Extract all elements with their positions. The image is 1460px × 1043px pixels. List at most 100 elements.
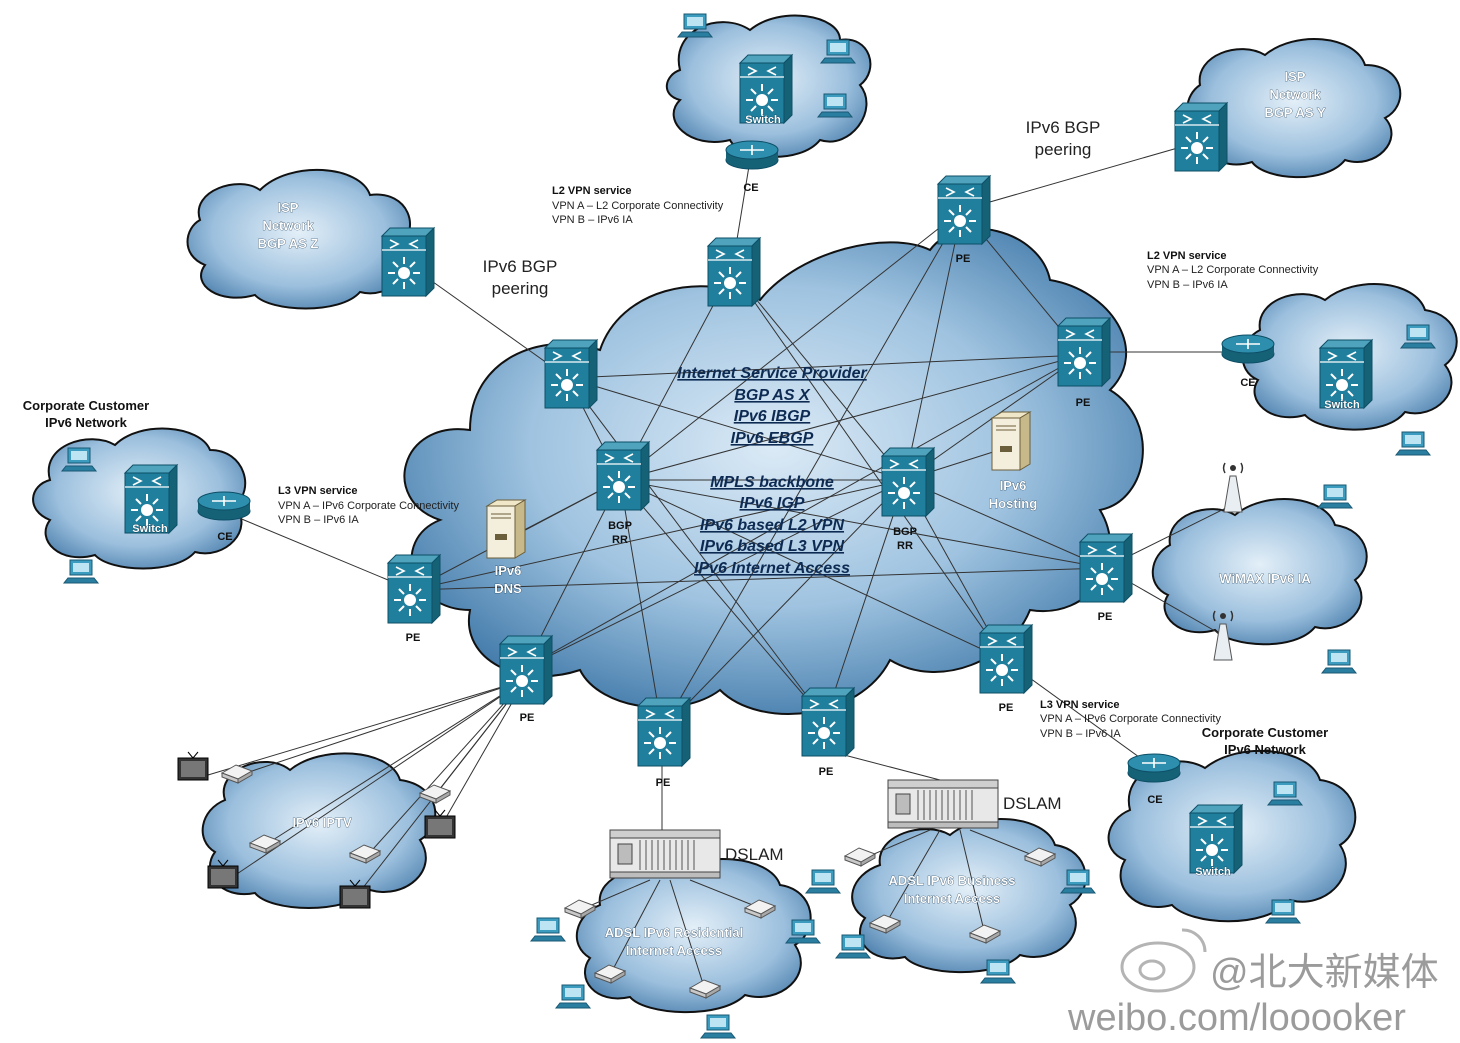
- dslam-business-icon[interactable]: [887, 779, 999, 829]
- weibo-logo-icon: [1120, 928, 1207, 993]
- corp-left-title: Corporate Customer IPv6 Network: [23, 398, 149, 430]
- svg-text:ISP: ISP: [1285, 69, 1306, 84]
- bgp-label: BGP: [608, 520, 632, 532]
- device-labels: Switch CE Switch CE Switch CE Switch CE …: [132, 114, 1360, 879]
- dns-server-icon[interactable]: [486, 499, 526, 559]
- ce-label: CE: [1240, 377, 1255, 389]
- weibo-watermark: @北大新媒体 weibo.com/looooker: [1067, 928, 1439, 1039]
- l3vpn-right-label: L3 VPN service VPN A – IPv6 Corporate Co…: [1040, 699, 1221, 740]
- pe-bottom-switch-icon[interactable]: [637, 697, 691, 767]
- switch-label: Switch: [745, 114, 781, 126]
- svg-text:BGP AS Z: BGP AS Z: [258, 236, 319, 251]
- svg-text:IPv6 BGP: IPv6 BGP: [483, 257, 558, 276]
- pc-icon: [530, 917, 566, 942]
- switch-label: Switch: [132, 523, 168, 535]
- rr-label: RR: [897, 540, 913, 552]
- top-customer-switch-icon[interactable]: [739, 54, 793, 124]
- svg-text:Internet Access: Internet Access: [626, 943, 722, 958]
- mpls-line-1: MPLS backbone: [710, 474, 834, 491]
- pe-top-switch-icon[interactable]: [707, 237, 761, 307]
- svg-text:Internet Access: Internet Access: [904, 891, 1000, 906]
- pe-wimax-switch-icon[interactable]: [1079, 533, 1133, 603]
- pc-icon: [1395, 431, 1431, 456]
- svg-text:DSLAM: DSLAM: [725, 845, 784, 864]
- ce-label: CE: [1147, 794, 1162, 806]
- l3vpn-left-label: L3 VPN service VPN A – IPv6 Corporate Co…: [278, 485, 459, 526]
- rr-label: RR: [612, 534, 628, 546]
- core-line-4: IPv6 EBGP: [731, 430, 814, 447]
- hosting-server-icon[interactable]: [991, 411, 1031, 471]
- mpls-line-4: IPv6 based L3 VPN: [700, 538, 845, 555]
- svg-text:weibo.com/looooker: weibo.com/looooker: [1067, 997, 1406, 1039]
- svg-text:ADSL IPv6 Residential: ADSL IPv6 Residential: [605, 925, 743, 940]
- tv-icon: [177, 751, 209, 781]
- svg-text:L2 VPN service: L2 VPN service: [552, 185, 632, 197]
- access-labels: WiMAX IPv6 IA IPv6 IPTV ADSL IPv6 Reside…: [292, 571, 1312, 959]
- pe-label: PE: [520, 712, 535, 724]
- core-title: Internet Service Provider BGP AS X IPv6 …: [677, 365, 867, 577]
- pe-top-right-switch-icon[interactable]: [937, 175, 991, 245]
- ce-label: CE: [217, 531, 232, 543]
- left-ce-router-icon[interactable]: [197, 491, 251, 521]
- isp-z-label: ISP Network BGP AS Z: [257, 200, 319, 252]
- isp-z-switch-icon[interactable]: [381, 227, 435, 297]
- l2vpn-top-label: L2 VPN service VPN A – L2 Corporate Conn…: [552, 185, 724, 226]
- peering-left-label: IPv6 BGP peering: [483, 257, 558, 298]
- bgp-rr-right-switch-icon[interactable]: [881, 447, 935, 517]
- modem-icon: [844, 847, 876, 867]
- svg-text:BGP AS Y: BGP AS Y: [1264, 105, 1326, 120]
- svg-text:VPN B – IPv6 IA: VPN B – IPv6 IA: [1040, 728, 1121, 740]
- pe-lower-left-switch-icon[interactable]: [499, 635, 553, 705]
- isp-y-label: ISP Network BGP AS Y: [1264, 69, 1326, 121]
- pe-right-switch-icon[interactable]: [1057, 317, 1111, 387]
- svg-text:L2 VPN service: L2 VPN service: [1147, 250, 1227, 262]
- svg-text:VPN A – IPv6 Corporate Connect: VPN A – IPv6 Corporate Connectivity: [278, 500, 459, 512]
- pc-icon: [1321, 649, 1357, 674]
- pc-icon: [555, 984, 591, 1009]
- pc-icon: [63, 559, 99, 584]
- svg-text:IPv6 BGP: IPv6 BGP: [1026, 118, 1101, 137]
- corp-right-bottom-switch-icon[interactable]: [1189, 804, 1243, 874]
- core-line-1: Internet Service Provider: [677, 365, 867, 382]
- corp-right-top-switch-icon[interactable]: [1319, 339, 1373, 409]
- svg-text:IPv6 Network: IPv6 Network: [45, 415, 127, 430]
- mpls-line-3: IPv6 based L2 VPN: [700, 517, 845, 534]
- svg-text:peering: peering: [1035, 140, 1092, 159]
- wimax-antenna-top-icon: [1222, 462, 1244, 513]
- bgp-rr-left-switch-icon[interactable]: [596, 441, 650, 511]
- pe-label: PE: [656, 777, 671, 789]
- core-line-3: IPv6 IBGP: [734, 408, 811, 425]
- right-ce-router-icon[interactable]: [1221, 334, 1275, 364]
- pe-upper-left-switch-icon[interactable]: [544, 339, 598, 409]
- svg-text:Network: Network: [1269, 87, 1321, 102]
- mpls-line-5: IPv6 Internet Access: [694, 560, 850, 577]
- pe-left-switch-icon[interactable]: [387, 554, 441, 624]
- svg-text:DNS: DNS: [494, 581, 522, 596]
- svg-text:VPN A – IPv6 Corporate Connect: VPN A – IPv6 Corporate Connectivity: [1040, 713, 1221, 725]
- pe-label: PE: [406, 632, 421, 644]
- svg-text:Network: Network: [262, 218, 314, 233]
- isp-y-switch-icon[interactable]: [1174, 102, 1228, 172]
- bgp-label: BGP: [893, 526, 917, 538]
- dslam-residential-icon[interactable]: [609, 829, 721, 879]
- pe-bottom-right-switch-icon[interactable]: [801, 687, 855, 757]
- svg-text:IPv6: IPv6: [495, 563, 522, 578]
- svg-text:VPN A – L2 Corporate Connectiv: VPN A – L2 Corporate Connectivity: [552, 200, 724, 212]
- mpls-line-2: IPv6 IGP: [740, 495, 805, 512]
- svg-text:DSLAM: DSLAM: [1003, 794, 1062, 813]
- svg-text:VPN B – IPv6 IA: VPN B – IPv6 IA: [552, 214, 633, 226]
- svg-text:peering: peering: [492, 279, 549, 298]
- svg-text:WiMAX IPv6 IA: WiMAX IPv6 IA: [1219, 571, 1311, 586]
- core-line-2: BGP AS X: [734, 387, 811, 404]
- svg-text:L3 VPN service: L3 VPN service: [278, 485, 358, 497]
- switch-label: Switch: [1324, 399, 1360, 411]
- pe-lower-right-switch-icon[interactable]: [979, 624, 1033, 694]
- bottom-right-ce-router-icon[interactable]: [1127, 753, 1181, 783]
- top-ce-router-icon[interactable]: [725, 140, 779, 170]
- pe-label: PE: [956, 253, 971, 265]
- svg-text:IPv6 IPTV: IPv6 IPTV: [292, 815, 352, 830]
- svg-text:IPv6: IPv6: [1000, 478, 1027, 493]
- svg-text:VPN B – IPv6 IA: VPN B – IPv6 IA: [278, 514, 359, 526]
- svg-text:ISP: ISP: [278, 200, 299, 215]
- dslam-labels: DSLAM DSLAM: [725, 794, 1062, 864]
